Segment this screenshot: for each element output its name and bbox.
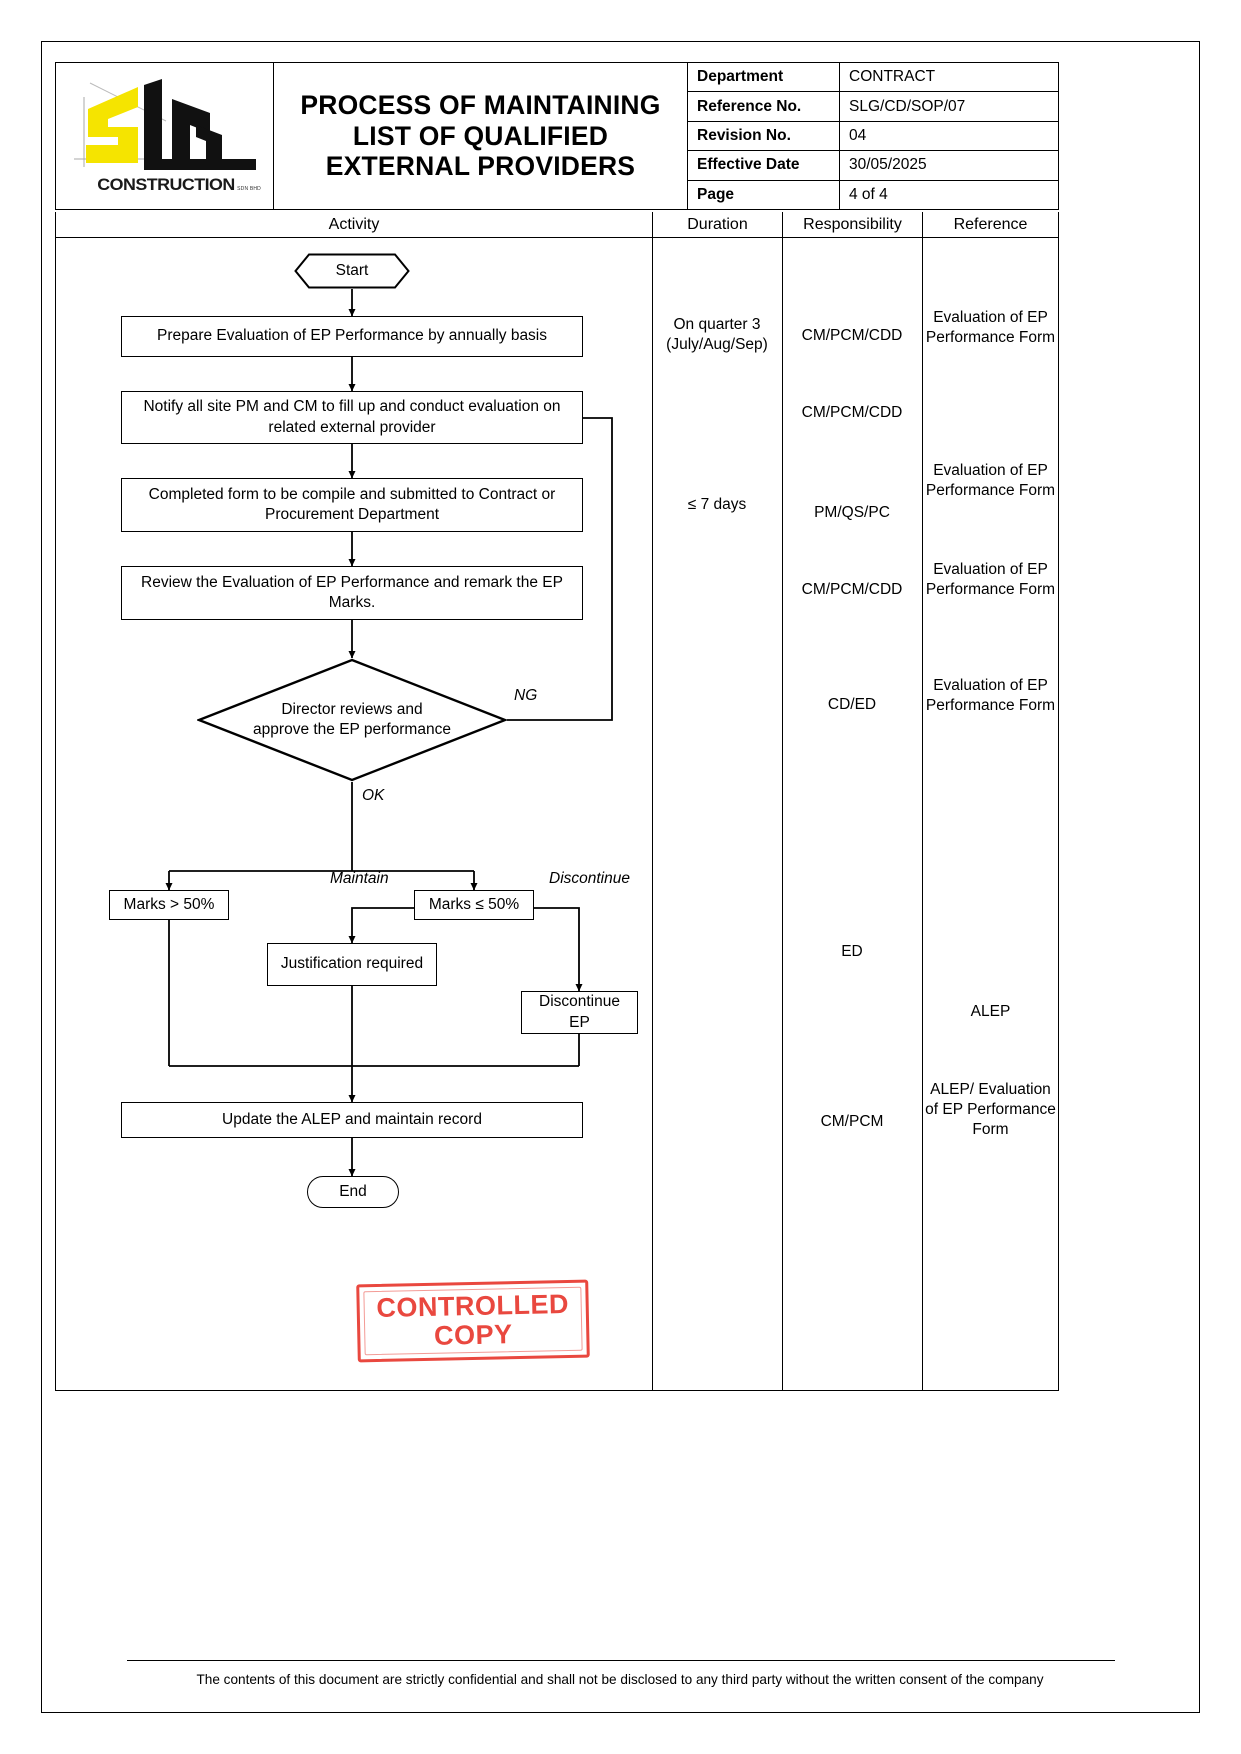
meta-row-department: Department CONTRACT — [688, 63, 1058, 93]
document-title: PROCESS OF MAINTAINING LIST OF QUALIFIED… — [274, 63, 688, 209]
page-border — [41, 41, 1200, 1713]
meta-value: SLG/CD/SOP/07 — [849, 97, 966, 115]
responsibility-cell-2: CM/PCM/CDD — [801, 404, 903, 421]
meta-row-effective-date: Effective Date 30/05/2025 — [688, 151, 1058, 181]
flow-step-notify: Notify all site PM and CM to fill up and… — [121, 391, 583, 444]
flow-step-prepare: Prepare Evaluation of EP Performance by … — [121, 316, 583, 357]
flow-edge-label-ng: NG — [514, 687, 538, 704]
flow-edge-label-ok: OK — [362, 787, 385, 804]
flow-end-node: End — [307, 1176, 399, 1208]
diamond-shape-icon — [195, 658, 509, 782]
meta-value: 30/05/2025 — [849, 156, 927, 174]
hexagon-shape-icon — [294, 253, 410, 289]
meta-key: Effective Date — [688, 151, 840, 180]
flow-step-marks-above-50: Marks > 50% — [109, 890, 229, 920]
reference-cell-5: ALEP — [970, 1003, 1011, 1020]
controlled-copy-stamp: CONTROLLED COPY — [356, 1279, 590, 1363]
flow-step-review: Review the Evaluation of EP Performance … — [121, 566, 583, 620]
flow-edge-label-discontinue: Discontinue — [549, 870, 630, 887]
responsibility-cell-5: CD/ED — [827, 696, 877, 713]
meta-key: Department — [688, 63, 840, 92]
reference-cell-2: Evaluation of EP Performance Form — [925, 462, 1056, 499]
flow-step-justification: Justification required — [267, 943, 437, 986]
responsibility-cell-3: PM/QS/PC — [814, 504, 890, 521]
flow-step-compile: Completed form to be compile and submitt… — [121, 478, 583, 532]
flowchart-connectors — [165, 289, 613, 1177]
responsibility-cell-6: ED — [841, 943, 863, 960]
table-column-headers: Activity Duration Responsibility Referen… — [55, 212, 1059, 238]
footer-divider — [127, 1660, 1115, 1661]
logo-artwork — [56, 63, 273, 209]
flow-edge-label-maintain: Maintain — [330, 870, 389, 887]
document-header: CONSTRUCTION SDN BHD PROCESS OF MAINTAIN… — [55, 62, 1059, 210]
reference-cell-3: Evaluation of EP Performance Form — [925, 561, 1056, 598]
reference-cell-4: Evaluation of EP Performance Form — [925, 677, 1056, 714]
meta-row-reference-no: Reference No. SLG/CD/SOP/07 — [688, 92, 1058, 122]
flow-step-discontinue-ep: Discontinue EP — [521, 991, 638, 1034]
reference-cell-1: Evaluation of EP Performance Form — [925, 309, 1056, 346]
slg-logo-icon — [74, 79, 256, 170]
column-divider-2 — [782, 238, 783, 1390]
flow-start-label: Start — [335, 262, 369, 279]
flow-decision-director-review: Director reviews and approve the EP perf… — [195, 658, 509, 782]
meta-key: Page — [688, 180, 840, 210]
column-header-activity: Activity — [56, 212, 653, 237]
meta-row-page: Page 4 of 4 — [688, 180, 1058, 210]
duration-cell-7days: ≤ 7 days — [687, 496, 747, 513]
responsibility-cell-7: CM/PCM — [820, 1113, 884, 1130]
meta-value: 4 of 4 — [849, 185, 888, 203]
meta-key: Revision No. — [688, 121, 840, 151]
column-header-reference: Reference — [953, 215, 1028, 233]
flow-decision-label: Director reviews and approve the EP perf… — [253, 700, 451, 738]
logo-wordmark: CONSTRUCTION — [97, 175, 235, 194]
column-header-responsibility: Responsibility — [783, 212, 923, 237]
column-header-duration: Duration — [653, 212, 783, 237]
footer-confidentiality-note: The contents of this document are strict… — [196, 1672, 1044, 1687]
duration-cell-quarter3: On quarter 3 (July/Aug/Sep) — [666, 316, 768, 353]
logo-subtext: SDN BHD — [237, 186, 261, 192]
table-body: Start Prepare Evaluation of EP Performan… — [55, 238, 1059, 1391]
meta-key: Reference No. — [688, 92, 840, 121]
flow-step-marks-below-50: Marks ≤ 50% — [414, 890, 534, 920]
stamp-line-2: COPY — [433, 1319, 513, 1351]
flow-start-node: Start — [294, 253, 410, 289]
meta-value: 04 — [849, 127, 867, 145]
column-divider-3 — [922, 238, 923, 1390]
stamp-line-1: CONTROLLED — [376, 1288, 570, 1323]
responsibility-cell-1: CM/PCM/CDD — [801, 327, 903, 344]
reference-cell-6: ALEP/ Evaluation of EP Performance Form — [925, 1081, 1056, 1138]
company-logo: CONSTRUCTION SDN BHD — [56, 63, 274, 209]
header-meta-table: Department CONTRACT Reference No. SLG/CD… — [688, 63, 1058, 210]
column-divider-1 — [652, 238, 653, 1390]
meta-row-revision-no: Revision No. 04 — [688, 121, 1058, 152]
meta-value: CONTRACT — [849, 68, 936, 86]
flowchart: Start Prepare Evaluation of EP Performan… — [56, 238, 652, 1391]
flow-step-update-alep: Update the ALEP and maintain record — [121, 1102, 583, 1138]
responsibility-cell-4: CM/PCM/CDD — [801, 581, 903, 598]
